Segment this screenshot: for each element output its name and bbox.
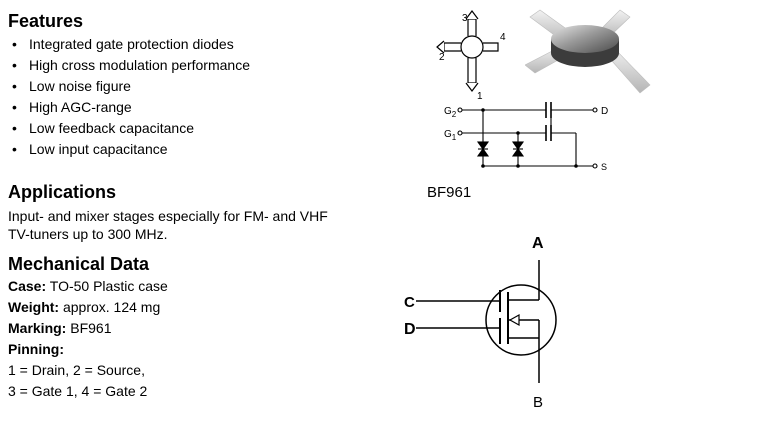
s-terminal-label: S xyxy=(601,162,607,172)
applications-line: Input- and mixer stages especially for F… xyxy=(8,208,328,224)
case-label: Case: xyxy=(8,278,47,294)
features-list: Integrated gate protection diodes High c… xyxy=(8,34,408,160)
features-item: High AGC-range xyxy=(8,97,408,118)
terminal-b-label: B xyxy=(533,394,543,411)
features-item: High cross modulation performance xyxy=(8,55,408,76)
features-item: Low feedback capacitance xyxy=(8,118,408,139)
marking-row: Marking: BF961 xyxy=(8,318,168,339)
features-item: Integrated gate protection diodes xyxy=(8,34,408,55)
case-value: TO-50 Plastic case xyxy=(46,278,168,294)
marking-value: BF961 xyxy=(66,320,112,336)
g2-label: G2 xyxy=(444,106,457,119)
terminal-d-label: D xyxy=(404,321,416,338)
weight-value: approx. 124 mg xyxy=(59,299,161,315)
marking-label: Marking: xyxy=(8,320,67,336)
pin-1-label: 1 xyxy=(477,91,483,100)
pinning-line: 3 = Gate 1, 4 = Gate 2 xyxy=(8,383,148,399)
pinning-label: Pinning: xyxy=(8,341,64,357)
package-outline-diagram: 3 4 2 1 xyxy=(436,10,506,100)
terminal-c-label: C xyxy=(404,294,415,311)
g1-label: G1 xyxy=(444,129,457,142)
weight-label: Weight: xyxy=(8,299,60,315)
features-item: Low noise figure xyxy=(8,76,408,97)
applications-heading: Applications xyxy=(8,182,117,202)
mechanical-data-list: Case: TO-50 Plastic case Weight: approx.… xyxy=(8,276,168,402)
circuit-schematic: G2 G1 D S xyxy=(444,102,608,172)
terminal-a-label: A xyxy=(532,235,544,252)
pin-2-label: 2 xyxy=(439,52,445,63)
pinning-row: Pinning: xyxy=(8,339,168,360)
mosfet-symbol: A C D B xyxy=(404,235,557,411)
pin-4-label: 4 xyxy=(500,32,506,43)
part-number-label: BF961 xyxy=(427,184,472,201)
applications-line: TV-tuners up to 300 MHz. xyxy=(8,226,168,242)
features-item: Low input capacitance xyxy=(8,139,408,160)
pin-3-label: 3 xyxy=(462,13,468,24)
applications-text: Input- and mixer stages especially for F… xyxy=(8,207,388,243)
features-heading: Features xyxy=(8,11,84,31)
weight-row: Weight: approx. 124 mg xyxy=(8,297,168,318)
package-3d-image xyxy=(525,9,651,94)
pinning-line: 1 = Drain, 2 = Source, xyxy=(8,362,145,378)
case-row: Case: TO-50 Plastic case xyxy=(8,276,168,297)
mechanical-data-heading: Mechanical Data xyxy=(8,254,150,274)
left-column: Features Integrated gate protection diod… xyxy=(8,10,408,399)
d-terminal-label: D xyxy=(601,106,608,117)
